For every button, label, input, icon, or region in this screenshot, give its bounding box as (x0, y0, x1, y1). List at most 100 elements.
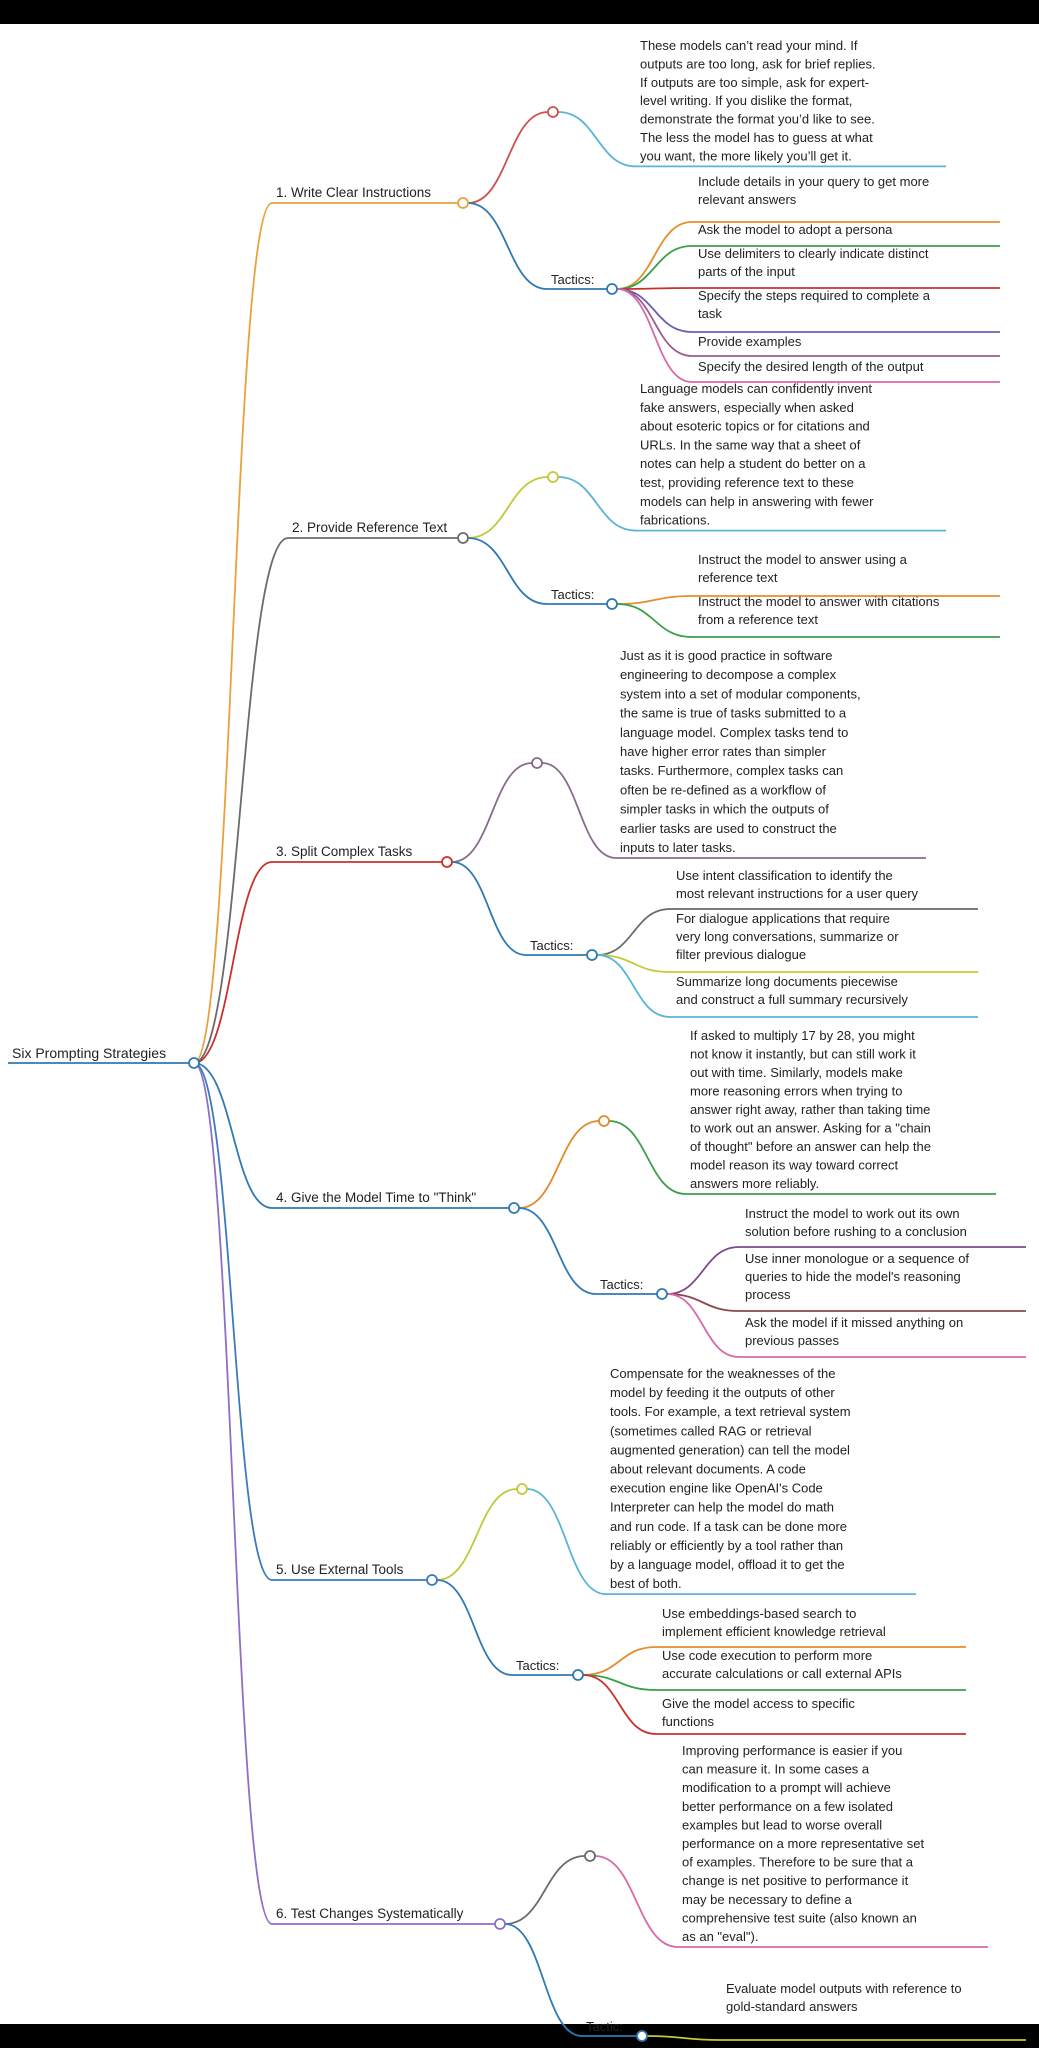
strategy-3-tactic-edge (596, 954, 671, 973)
strategy-1-tactic-text: relevant answers (698, 192, 797, 207)
strategy-4-tactic-edge (666, 1246, 740, 1295)
strategy-1-desc-line: you want, the more likely you’ll get it. (640, 148, 852, 163)
strategy-3-desc-line: earlier tasks are used to construct the (620, 821, 837, 836)
strategy-5-tactic-text: functions (662, 1714, 715, 1729)
strategy-5-tactic-text: Give the model access to specific (662, 1696, 855, 1711)
strategy-3-desc-line: tasks. Furthermore, complex tasks can (620, 763, 843, 778)
strategy-6-label: 6. Test Changes Systematically (276, 1906, 464, 1921)
strategy-6-desc-edge (504, 1855, 586, 1925)
strategy-5-tactics-node[interactable] (572, 1669, 584, 1681)
root-node[interactable] (188, 1057, 200, 1069)
strategy-4-desc-node[interactable] (598, 1115, 610, 1127)
strategy-6-desc-line: performance on a more representative set (682, 1836, 924, 1851)
strategy-3-desc-connector (541, 762, 617, 859)
strategy-3-tactics-label: Tactics: (530, 938, 573, 953)
strategy-5-desc-node[interactable] (516, 1483, 528, 1495)
strategy-4-tactic-text: process (745, 1287, 791, 1302)
strategy-5-tactic-text: Use code execution to perform more (662, 1648, 872, 1663)
strategy-1-tactic-edge (616, 245, 693, 290)
strategy-1-tactic-text: Specify the steps required to complete a (698, 288, 931, 303)
strategy-4-tactic-text: solution before rushing to a conclusion (745, 1224, 967, 1239)
edge-root-strategy-2 (193, 537, 289, 1064)
strategy-6-desc-line: change is net positive to performance it (682, 1873, 909, 1888)
strategy-6-desc-line: of examples. Therefore to be sure that a (682, 1855, 914, 1870)
strategy-3-tactic-text: Summarize long documents piecewise (676, 974, 898, 989)
strategy-1-tactic-text: Use delimiters to clearly indicate disti… (698, 246, 929, 261)
strategy-2-desc-node[interactable] (547, 471, 559, 483)
strategy-4-tactics-node[interactable] (656, 1288, 668, 1300)
strategy-1-node[interactable] (457, 197, 469, 209)
strategy-1-desc-connector (557, 111, 637, 168)
strategy-2-tactics-edge (467, 537, 548, 605)
strategy-4-desc-line: If asked to multiply 17 by 28, you might (690, 1028, 915, 1043)
strategy-1-tactics-label: Tactics: (551, 272, 594, 287)
strategy-1-tactic-text: parts of the input (698, 264, 795, 279)
strategy-4-desc-line: model reason its way toward correct (690, 1158, 898, 1173)
strategy-5-tactic-edge (582, 1674, 657, 1691)
strategy-4-desc-line: answer right away, rather than taking ti… (690, 1102, 930, 1117)
strategy-4-desc-edge (518, 1120, 600, 1209)
strategy-3-tactic-text: and construct a full summary recursively (676, 992, 908, 1007)
strategy-3-label: 3. Split Complex Tasks (276, 844, 413, 859)
strategy-1-desc-line: demonstrate the format you’d like to see… (640, 112, 875, 127)
strategy-5-node[interactable] (426, 1574, 438, 1586)
strategy-4-node[interactable] (508, 1202, 520, 1214)
strategy-3-desc-line: language model. Complex tasks tend to (620, 725, 848, 740)
strategy-6-desc-node[interactable] (584, 1850, 596, 1862)
strategy-5-desc-line: execution engine like OpenAI's Code (610, 1481, 823, 1496)
edge-root-strategy-5 (193, 1062, 273, 1581)
strategy-5-tactic-text: Use embeddings-based search to (662, 1606, 856, 1621)
strategy-2-desc-line: notes can help a student do better on a (640, 456, 866, 471)
strategy-2-tactics-node[interactable] (606, 598, 618, 610)
strategy-5-desc-line: by a language model, offload it to get t… (610, 1557, 845, 1572)
strategy-6-tactics-node[interactable] (636, 2030, 648, 2042)
edge-root-strategy-1 (193, 202, 273, 1064)
strategy-6-desc-line: modification to a prompt will achieve (682, 1780, 891, 1795)
strategy-2-desc-line: test, providing reference text to these (640, 475, 854, 490)
strategy-4-tactic-text: Instruct the model to work out its own (745, 1206, 960, 1221)
strategy-6-tactic-text: gold-standard answers (726, 1999, 858, 2014)
strategy-4-tactics-edge (518, 1207, 597, 1295)
strategy-1-tactic-edge (616, 287, 693, 290)
strategy-5-desc-line: reliably or efficiently by a tool rather… (610, 1538, 843, 1553)
strategy-3-tactic-text: For dialogue applications that require (676, 911, 890, 926)
strategy-1-tactics-node[interactable] (606, 283, 618, 295)
strategy-2-node[interactable] (457, 532, 469, 544)
strategy-2-desc-line: about esoteric topics or for citations a… (640, 419, 870, 434)
strategy-1-desc-node[interactable] (547, 106, 559, 118)
strategy-6-node[interactable] (494, 1918, 506, 1930)
strategy-2-tactic-text: Instruct the model to answer using a (698, 552, 908, 567)
strategy-2-desc-connector (557, 476, 637, 532)
strategy-1-desc-line: If outputs are too simple, ask for exper… (640, 75, 869, 90)
strategy-6-desc-line: can measure it. In some cases a (682, 1762, 870, 1777)
strategy-5-tactic-edge (582, 1674, 657, 1735)
strategy-5-desc-line: about relevant documents. A code (610, 1462, 806, 1477)
strategy-3-desc-edge (451, 762, 533, 863)
edge-root-strategy-6 (193, 1062, 273, 1925)
strategy-2-desc-line: fake answers, especially when asked (640, 400, 854, 415)
strategy-3-tactics-node[interactable] (586, 949, 598, 961)
strategy-5-tactics-edge (436, 1579, 513, 1676)
strategy-3-node[interactable] (441, 856, 453, 868)
strategy-1-desc-line: The less the model has to guess at what (640, 130, 873, 145)
strategy-5-tactics-label: Tactics: (516, 1658, 559, 1673)
strategy-5-desc-line: augmented generation) can tell the model (610, 1442, 850, 1457)
strategy-4-desc-line: of thought" before an answer can help th… (690, 1139, 931, 1154)
strategy-6-tactics-edge (504, 1923, 583, 2037)
strategy-4-tactics-label: Tactics: (600, 1277, 643, 1292)
strategy-6-desc-connector (594, 1855, 679, 1948)
strategy-3-desc-node[interactable] (531, 757, 543, 769)
strategy-3-desc-line: inputs to later tasks. (620, 840, 736, 855)
strategy-3-desc-line: simpler tasks in which the outputs of (620, 802, 829, 817)
strategy-4-tactic-edge (666, 1293, 740, 1358)
strategy-3-desc-line: have higher error rates than simpler (620, 744, 827, 759)
strategy-3-desc-line: Just as it is good practice in software (620, 648, 832, 663)
strategy-4-desc-line: more reasoning errors when trying to (690, 1084, 902, 1099)
root-label: Six Prompting Strategies (12, 1045, 166, 1061)
strategy-6-desc-line: as an "eval"). (682, 1929, 758, 1944)
strategy-2-tactic-text: reference text (698, 570, 778, 585)
strategy-6-tactic-edge (646, 2035, 721, 2041)
edge-root-strategy-4 (193, 1062, 273, 1209)
